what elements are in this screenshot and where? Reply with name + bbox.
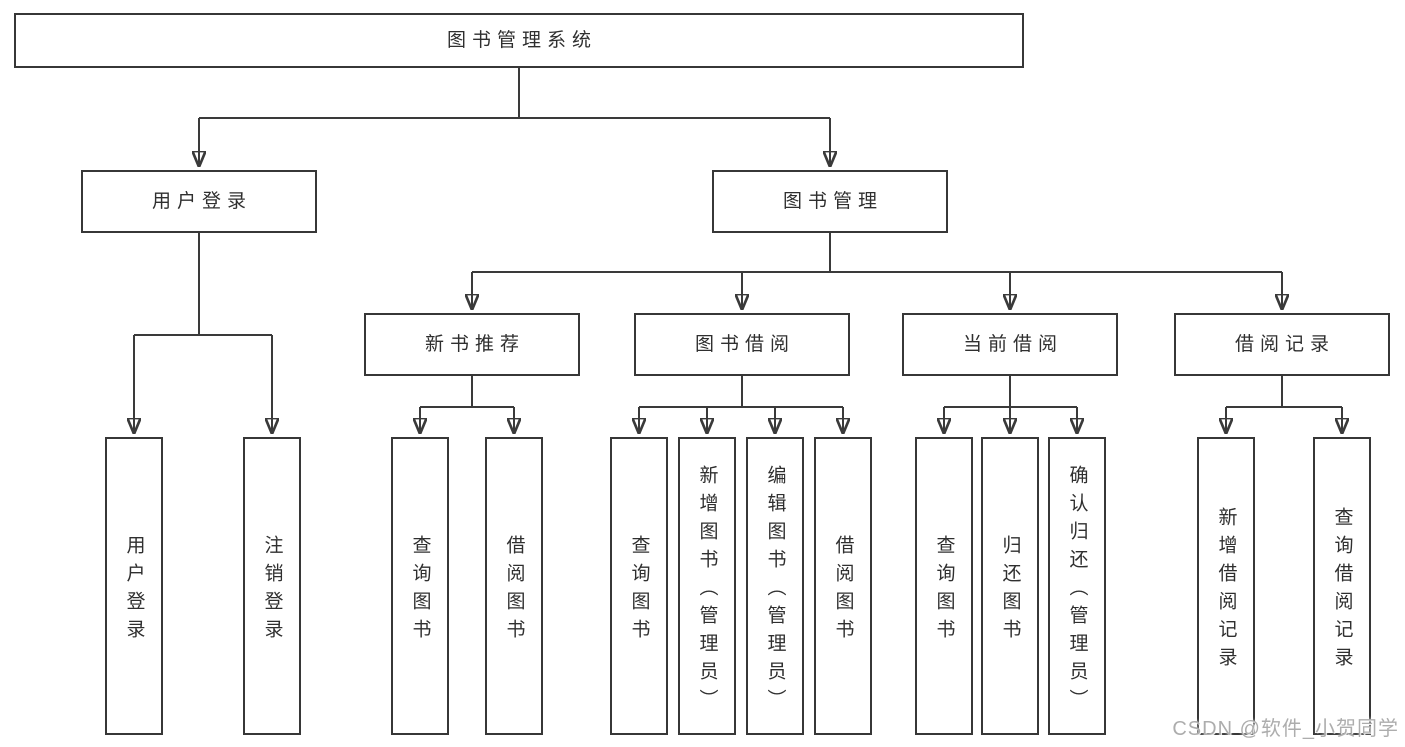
node-book-management: 图书管理	[712, 170, 948, 233]
leaf-borrow-books-recommend: 借阅图书	[485, 437, 543, 735]
node-book-management-label: 图书管理	[782, 191, 883, 212]
node-library-system: 图书管理系统	[14, 13, 1024, 68]
leaf-add-book-admin-label: 新增图书（管理员）	[696, 464, 718, 717]
leaf-query-books-recommend: 查询图书	[391, 437, 449, 735]
node-current-borrow-label: 当前借阅	[962, 334, 1063, 355]
leaf-query-books-borrow-label: 查询图书	[628, 534, 650, 647]
leaf-borrow-books: 借阅图书	[814, 437, 872, 735]
watermark: CSDN @软件_小贺同学	[1172, 718, 1399, 740]
leaf-confirm-return-admin: 确认归还（管理员）	[1048, 437, 1106, 735]
node-borrow-records: 借阅记录	[1174, 313, 1390, 376]
node-user-login-label: 用户登录	[151, 191, 252, 212]
leaf-confirm-return-admin-label: 确认归还（管理员）	[1066, 464, 1088, 717]
leaf-query-books-current-label: 查询图书	[933, 534, 955, 647]
leaf-borrow-books-recommend-label: 借阅图书	[503, 534, 525, 647]
node-borrow-records-label: 借阅记录	[1234, 334, 1335, 355]
node-current-borrow: 当前借阅	[902, 313, 1118, 376]
leaf-edit-book-admin-label: 编辑图书（管理员）	[764, 464, 786, 717]
leaf-add-borrow-record-label: 新增借阅记录	[1215, 506, 1237, 675]
leaf-logout-label: 注销登录	[261, 534, 283, 647]
leaf-query-books-current: 查询图书	[915, 437, 973, 735]
node-book-borrow-label: 图书借阅	[694, 334, 795, 355]
leaf-add-book-admin: 新增图书（管理员）	[678, 437, 736, 735]
leaf-borrow-books-label: 借阅图书	[832, 534, 854, 647]
node-library-system-label: 图书管理系统	[446, 30, 597, 51]
node-new-book-recommend: 新书推荐	[364, 313, 580, 376]
leaf-return-books-label: 归还图书	[999, 534, 1021, 647]
leaf-query-borrow-record: 查询借阅记录	[1313, 437, 1371, 735]
leaf-logout: 注销登录	[243, 437, 301, 735]
node-user-login: 用户登录	[81, 170, 317, 233]
leaf-user-login-label: 用户登录	[123, 534, 145, 647]
leaf-query-books-borrow: 查询图书	[610, 437, 668, 735]
leaf-return-books: 归还图书	[981, 437, 1039, 735]
leaf-add-borrow-record: 新增借阅记录	[1197, 437, 1255, 735]
leaf-query-books-recommend-label: 查询图书	[409, 534, 431, 647]
leaf-query-borrow-record-label: 查询借阅记录	[1331, 506, 1353, 675]
leaf-user-login: 用户登录	[105, 437, 163, 735]
leaf-edit-book-admin: 编辑图书（管理员）	[746, 437, 804, 735]
node-new-book-recommend-label: 新书推荐	[424, 334, 525, 355]
node-book-borrow: 图书借阅	[634, 313, 850, 376]
